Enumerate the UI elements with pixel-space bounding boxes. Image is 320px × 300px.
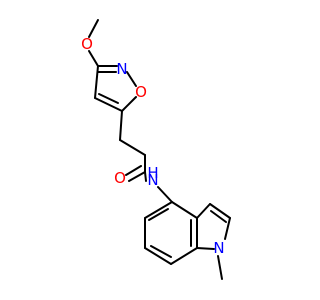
bond-c6-c7-double [150,245,172,258]
bond-c5-c4 [94,97,123,112]
bond-c2-n1 [224,217,231,240]
carbonyl-oxygen-label: O [114,169,126,187]
methoxy-oxygen-label: O [81,35,93,53]
bond-c3a-c3 [196,203,211,219]
bond-n-o [126,71,137,87]
bond-carbonyl-o [128,171,146,182]
isoxazole-nitrogen-label: N [116,60,127,78]
bond-n1-c7a [196,247,215,250]
bond-amide-n-indole-c4 [157,186,173,203]
bond-c7-c7a [170,247,198,265]
molecule-structure: O N O O N H N [81,19,231,280]
bond-n1-methyl [217,255,223,280]
bond-ch2a-ch2b [119,139,146,156]
bond-carbonyl-o-double [125,165,142,176]
amide-nitrogen-label: N [147,171,158,189]
bond-c5-c4-double [98,93,119,104]
indole-nitrogen-label: N [213,239,224,257]
bond-c4-c3 [94,65,99,99]
isoxazole-oxygen-label: O [135,83,147,101]
bond-o-c5 [121,96,137,112]
bond-c3a-c4 [171,201,198,219]
bond-c5-ch2a [119,110,123,141]
bond-c4-c5 [144,201,173,219]
bond-carbonyl-n [144,171,147,182]
amide-hydrogen-label: H [147,164,158,182]
bond-methyl-methoxy-o [88,19,99,38]
bond-c6-c7 [144,247,172,265]
bond-c3-c2-double [210,210,227,223]
bond-methoxy-o-c3 [88,50,99,67]
bond-c3-c2 [209,203,231,219]
bond-c4-c5-double [148,208,169,221]
